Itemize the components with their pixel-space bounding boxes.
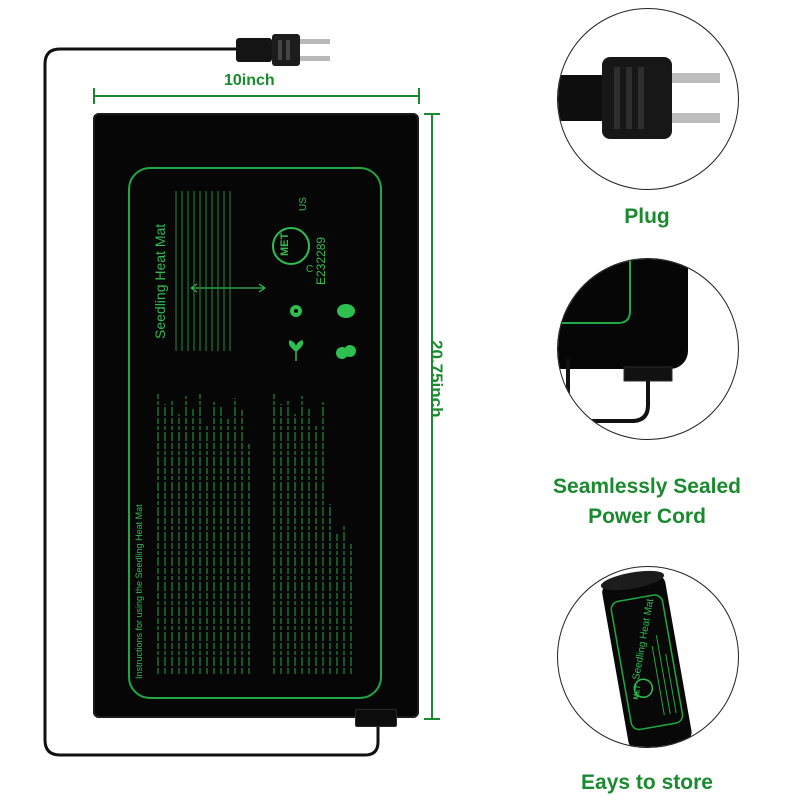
plug-icon [236, 34, 330, 66]
sealed-cord-caption-line2: Power Cord [588, 505, 706, 528]
instructions-heading: Instructions for using the Seedling Heat… [134, 504, 144, 679]
met-suffix: US [298, 197, 309, 211]
cord-exit-block [355, 709, 397, 727]
sealed-cord-icon [558, 259, 688, 423]
width-dimension-label: 10inch [224, 72, 275, 89]
store-caption: Eays to store [581, 771, 713, 794]
sealed-cord-caption-line1: Seamlessly Sealed [553, 475, 741, 498]
vegetables-icon [337, 304, 355, 318]
sealed-cord-detail-circle [557, 258, 739, 440]
mat-print-frame: Seedling Heat Mat MET C US E232289 [128, 167, 382, 699]
spec-table [175, 191, 231, 351]
flowers-icon [290, 305, 302, 317]
seedlings-icon [288, 340, 304, 361]
instructions-body [157, 394, 352, 674]
mat-title: Seedling Heat Mat [152, 223, 168, 339]
height-dimension-line [431, 113, 433, 720]
sealed-cord-caption: Seamlessly Sealed Power Cord [510, 472, 784, 532]
height-dimension-label: 20.75inch [427, 340, 446, 418]
plug-detail-circle [557, 8, 739, 190]
width-dimension-line [93, 95, 420, 97]
plug-icon [558, 57, 720, 139]
height-dimension-tick-bottom [424, 718, 440, 720]
rolled-mat-detail-circle: Seedling Heat Mat MET [557, 566, 739, 748]
fruits-icon [336, 345, 356, 359]
heat-mat: Seedling Heat Mat MET C US E232289 [93, 113, 419, 727]
mat-certification-number: E232289 [314, 236, 328, 285]
rolled-mat-icon [600, 570, 692, 747]
width-dimension-tick-right [418, 88, 420, 104]
height-dimension-tick-top [424, 113, 440, 115]
met-certification-logo: MET [272, 227, 310, 265]
width-dimension-tick-left [93, 88, 95, 104]
met-prefix: C [306, 264, 314, 275]
plug-caption: Plug [624, 205, 670, 228]
